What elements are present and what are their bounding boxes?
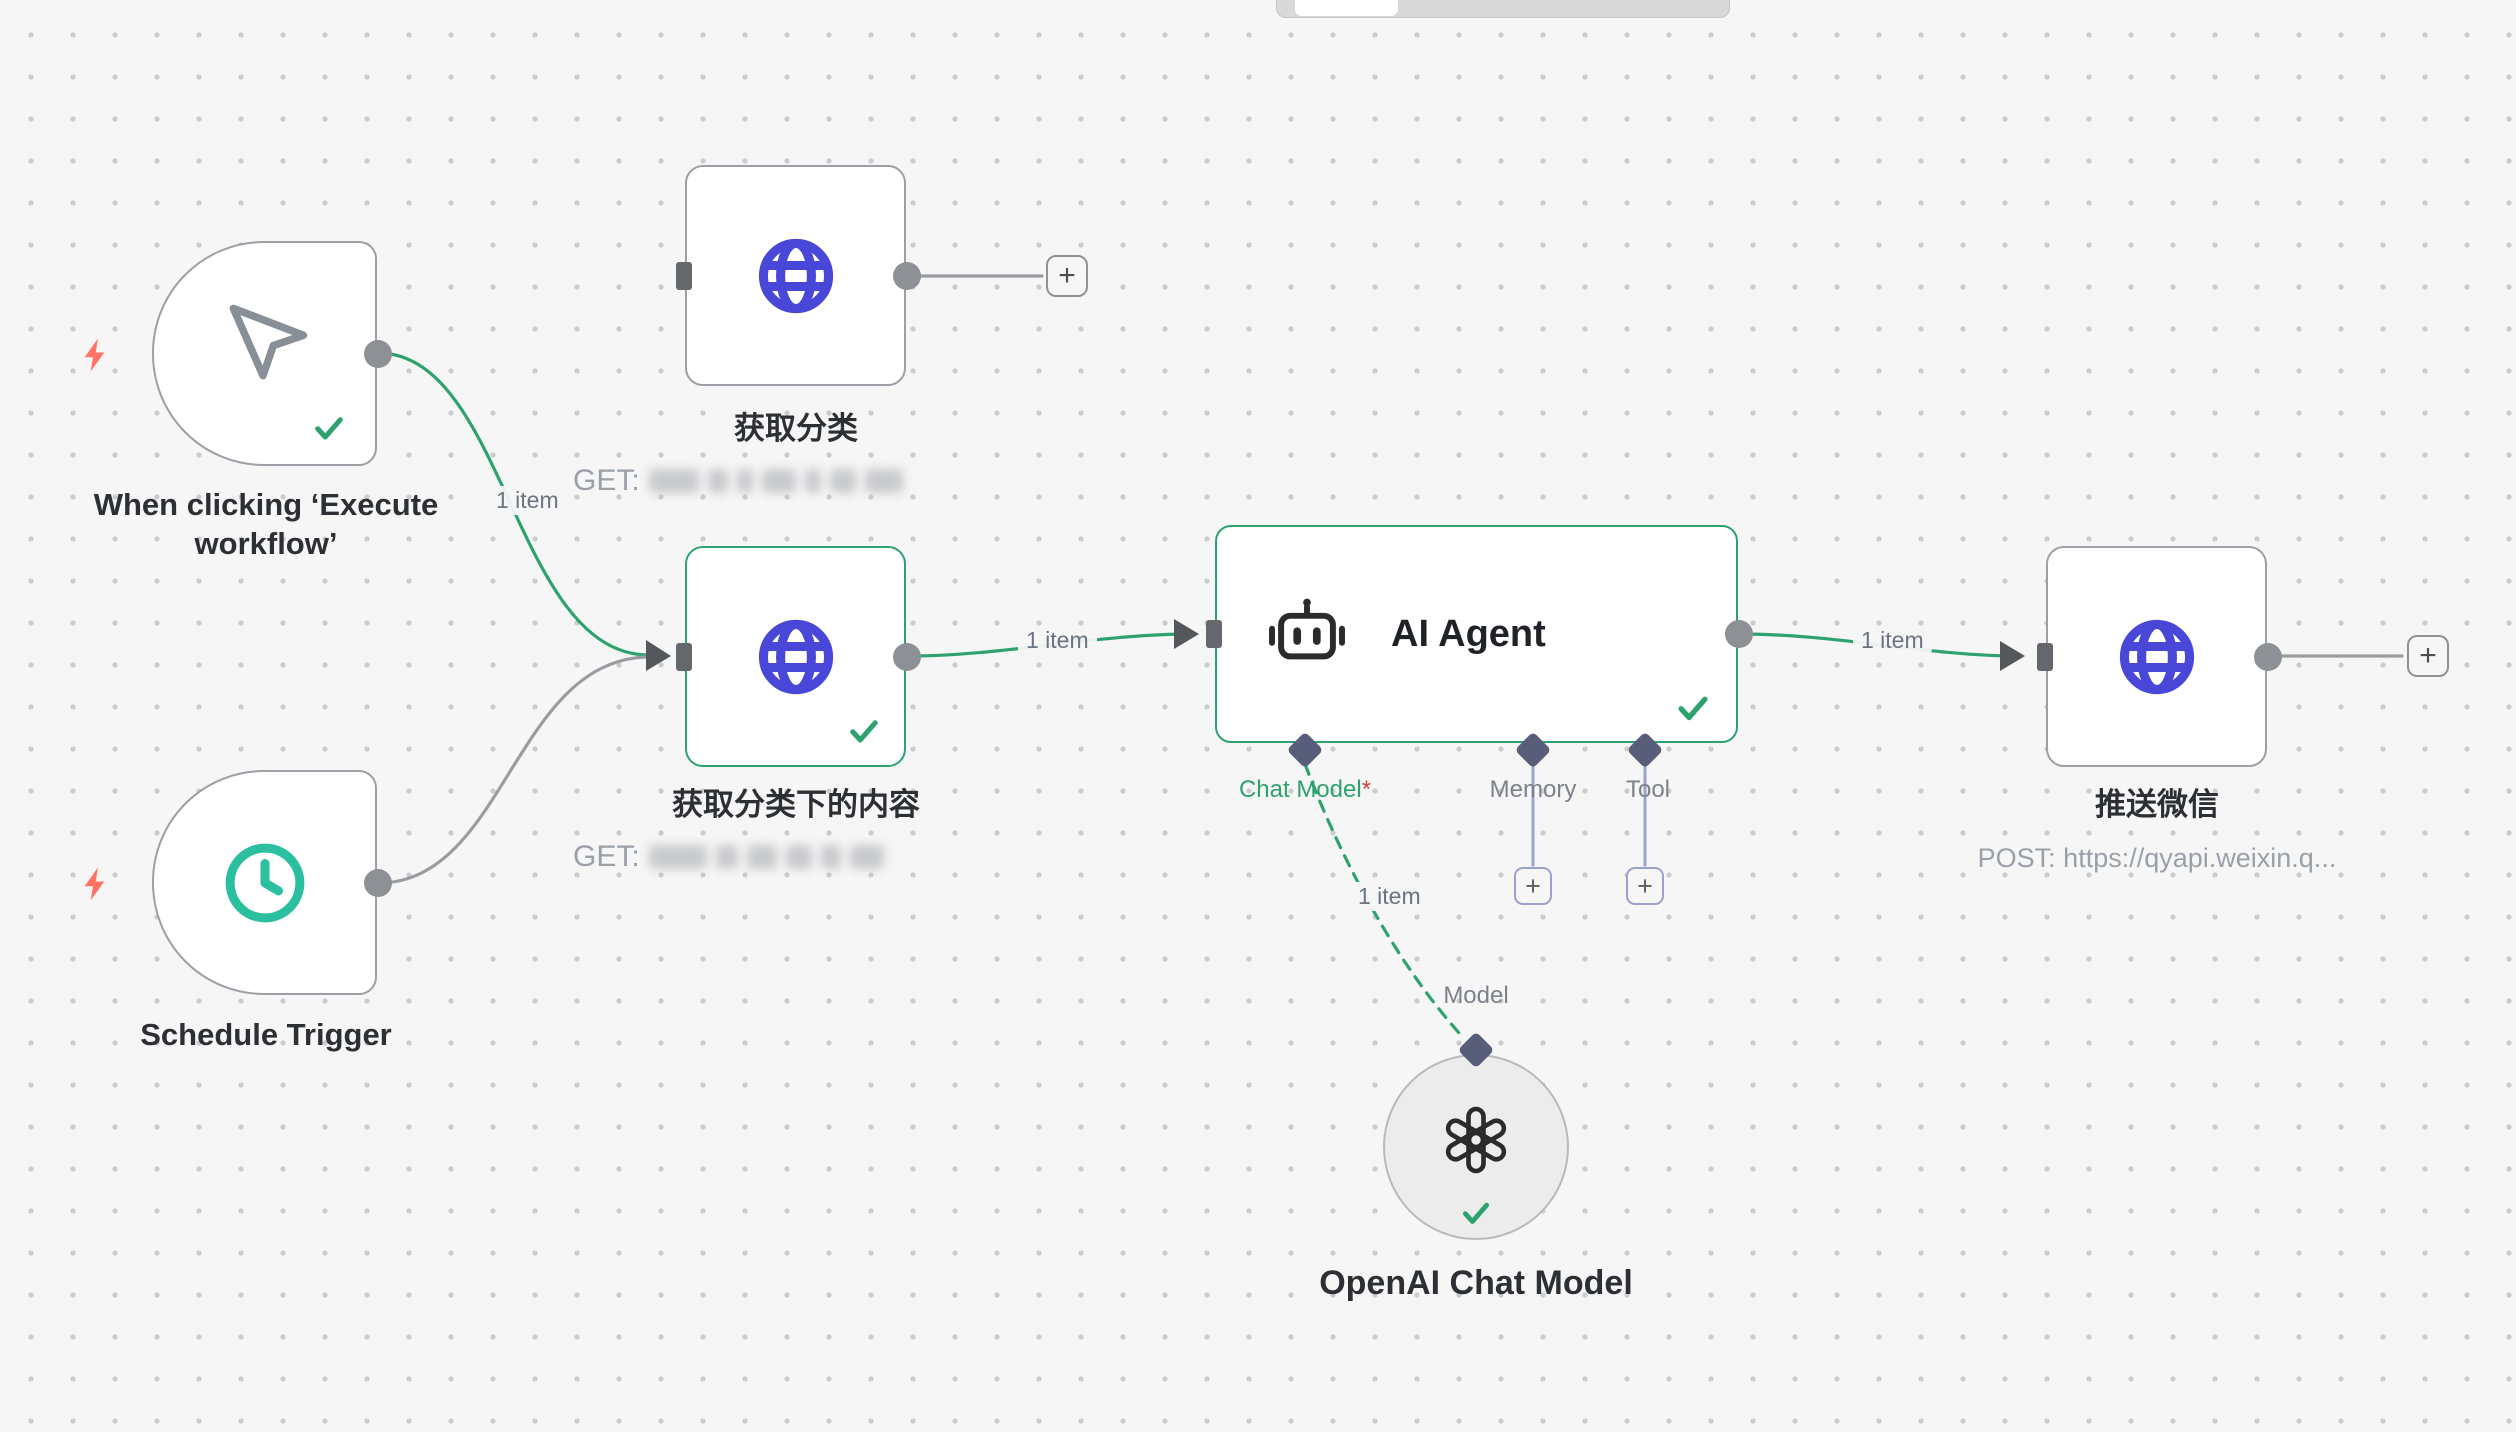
output-port[interactable]	[893, 642, 921, 671]
globe-icon	[758, 238, 833, 313]
node-title-ai-agent: AI Agent	[1391, 612, 1546, 655]
tool-port-label: Tool	[1625, 776, 1671, 803]
plus-icon: +	[2419, 639, 2437, 672]
plus-icon: +	[1058, 259, 1076, 292]
redacted-url-blur	[785, 845, 812, 869]
node-when-clicking-execute-workflow[interactable]	[152, 241, 392, 466]
floating-panel-partial[interactable]	[1276, 0, 1730, 18]
node-openai-chat-model[interactable]	[1383, 1054, 1569, 1240]
node-wechat-push[interactable]	[2037, 546, 2282, 767]
node-label-get-categories: 获取分类	[734, 411, 858, 446]
memory-port-label: Memory	[1489, 776, 1577, 803]
redacted-url-blur	[715, 845, 738, 869]
redacted-url-blur	[864, 469, 903, 493]
success-check-icon	[1462, 1202, 1490, 1224]
trigger-bolt-icon	[84, 338, 105, 372]
trigger-bolt-icon	[84, 867, 105, 901]
redacted-url-blur	[648, 845, 707, 869]
node-get-content[interactable]	[676, 546, 921, 767]
redacted-url-blur	[707, 469, 728, 493]
node-label-wechat: 推送微信	[2095, 787, 2219, 822]
connection-schedule-to-get-content[interactable]	[380, 655, 648, 885]
redacted-url-blur	[746, 845, 777, 869]
node-ai-agent[interactable]: AI Agent	[1206, 525, 1753, 743]
clock-icon	[225, 843, 304, 922]
plus-icon: +	[1525, 870, 1541, 901]
input-port[interactable]	[2037, 642, 2053, 671]
plus-icon: +	[1637, 870, 1653, 901]
redacted-url-blur	[849, 845, 884, 869]
redacted-url-blur	[761, 469, 796, 493]
redacted-url-blur	[804, 469, 821, 493]
floating-panel-pill	[1295, 0, 1398, 16]
redacted-url-blur	[736, 469, 753, 493]
robot-icon	[1269, 598, 1345, 660]
http-method-label: GET:	[573, 840, 640, 873]
edge-items-badge: 1 item	[488, 486, 567, 515]
edge-items-badge: 1 item	[1853, 626, 1932, 655]
node-subtitle-url: POST: https://qyapi.weixin.q...	[1977, 843, 2337, 873]
success-check-icon	[315, 417, 343, 440]
node-label-get-content: 获取分类下的内容	[672, 787, 920, 822]
output-port[interactable]	[364, 868, 392, 897]
node-label-schedule-trigger: Schedule Trigger	[140, 1017, 392, 1052]
add-node-button[interactable]: +	[2407, 635, 2449, 677]
node-subtitle-url: GET:	[573, 464, 903, 498]
redacted-url-blur	[648, 469, 699, 493]
globe-icon	[2119, 619, 2194, 694]
chat-model-port-label: Chat Model*	[1238, 776, 1372, 803]
node-schedule-trigger[interactable]	[152, 770, 392, 995]
node-label-openai: OpenAI Chat Model	[1319, 1264, 1633, 1302]
connection-arrowhead	[646, 640, 671, 671]
cursor-icon	[229, 304, 307, 379]
input-port[interactable]	[676, 261, 692, 290]
add-memory-button[interactable]: +	[1514, 867, 1552, 905]
output-port[interactable]	[364, 339, 392, 368]
connection-arrowhead	[1174, 619, 1199, 649]
output-port[interactable]	[893, 261, 921, 290]
edge-items-badge: 1 item	[1018, 626, 1097, 655]
success-check-icon	[1678, 696, 1708, 721]
output-port[interactable]	[2254, 642, 2282, 671]
edge-items-badge: 1 item	[1350, 882, 1429, 911]
node-subtitle-url: GET:	[573, 840, 884, 874]
success-check-icon	[850, 720, 878, 743]
input-port[interactable]	[676, 642, 692, 671]
globe-icon	[758, 619, 833, 694]
node-get-categories[interactable]	[676, 165, 921, 386]
redacted-url-blur	[820, 845, 841, 869]
model-port-label: Model	[1443, 982, 1509, 1009]
http-method-label: GET:	[573, 464, 640, 497]
output-port[interactable]	[1725, 620, 1753, 648]
add-tool-button[interactable]: +	[1626, 867, 1664, 905]
node-label-when-clicking: When clicking ‘Execute workflow’	[93, 487, 439, 561]
add-node-button[interactable]: +	[1046, 255, 1088, 297]
redacted-url-blur	[829, 469, 856, 493]
connection-arrowhead	[2000, 641, 2025, 671]
input-port[interactable]	[1206, 620, 1222, 648]
openai-logo-icon	[1445, 1106, 1507, 1174]
